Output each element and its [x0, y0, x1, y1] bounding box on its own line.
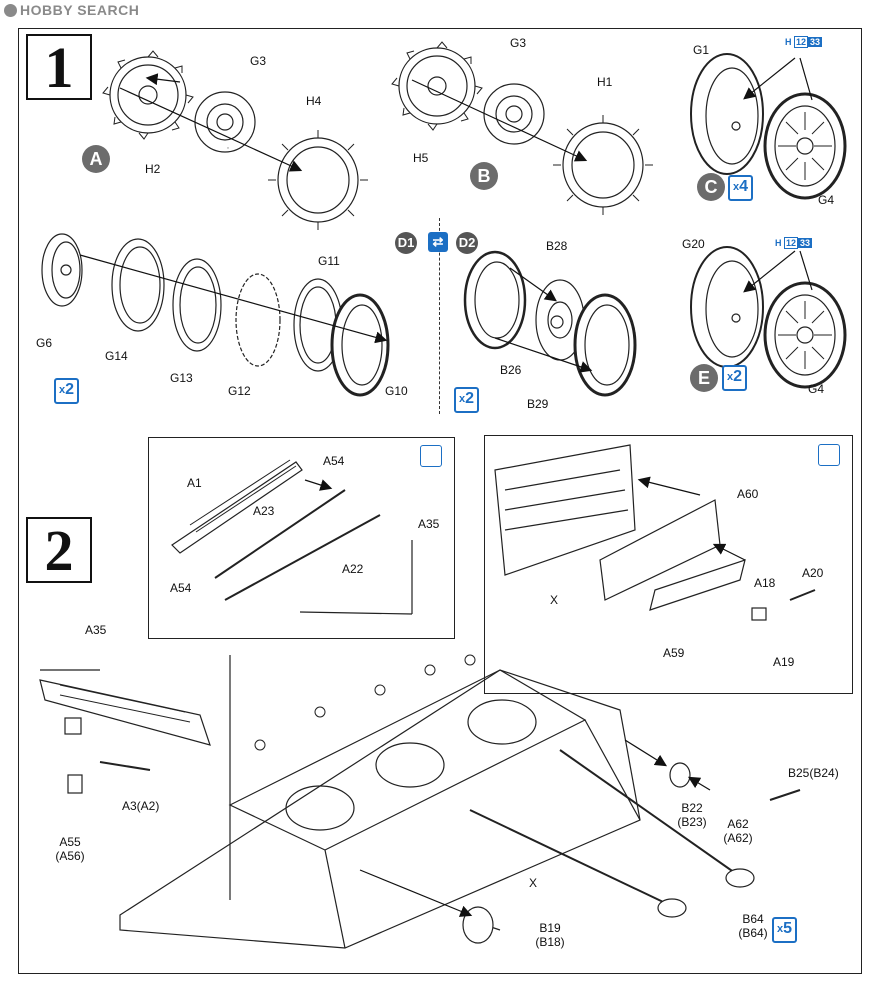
part-label: H5: [413, 151, 429, 165]
part-label: G20: [682, 237, 705, 251]
roadwheel-e-drawing: [690, 246, 847, 389]
part-label: G13: [170, 371, 193, 385]
watermark-text: HOBBY SEARCH: [20, 2, 140, 18]
assembly-c-badge: C: [697, 173, 725, 201]
part-label: G6: [36, 336, 53, 350]
part-label: A23: [253, 504, 275, 518]
d1-d2-divider: [439, 218, 440, 414]
sprocket-b-drawing: [391, 41, 653, 215]
glue-icon: [420, 445, 442, 467]
tow-bracket-inset-drawing: [494, 444, 816, 621]
part-label: (A62): [723, 831, 753, 845]
part-label: A55: [59, 835, 81, 849]
part-label: A35: [418, 517, 440, 531]
part-label: A22: [342, 562, 364, 576]
part-label: X: [529, 876, 538, 890]
part-label: B22: [681, 801, 703, 815]
assembly-e-badge: E: [690, 364, 718, 392]
part-label: B28: [546, 239, 568, 253]
part-label: G3: [510, 36, 527, 50]
part-label: A3(A2): [122, 799, 160, 813]
part-label: H1: [597, 75, 613, 89]
quantity-d2-badge: x2: [454, 387, 480, 413]
part-label: H4: [306, 94, 322, 108]
alternative-option-icon: ⇄: [428, 232, 448, 252]
part-label: G3: [250, 54, 267, 68]
roadwheel-c-drawing: [690, 53, 847, 200]
part-label: A19: [773, 655, 795, 669]
part-label: B64: [742, 912, 764, 926]
part-label: B25(B24): [788, 766, 839, 780]
sprocket-a-drawing: [102, 50, 368, 230]
part-label: A20: [802, 566, 824, 580]
part-label: A59: [663, 646, 685, 660]
leaf-spring-inset-drawing: [171, 459, 413, 615]
quantity-b64-badge: x5: [772, 917, 798, 943]
part-label: B26: [500, 363, 522, 377]
quantity-e-badge: x2: [722, 365, 748, 391]
assembly-d1-badge: D1: [395, 232, 417, 254]
assembly-b-badge: B: [470, 162, 498, 190]
quantity-d1-badge: x2: [54, 378, 80, 404]
watermark: HOBBY SEARCH: [4, 2, 139, 18]
part-label: A60: [737, 487, 759, 501]
spring-detail-inset: [148, 437, 455, 639]
glue-icon: [818, 444, 840, 466]
instruction-frame: [18, 28, 862, 974]
part-label: A54: [170, 581, 192, 595]
part-label: B29: [527, 397, 549, 411]
idler-d1-drawing: [41, 233, 390, 397]
part-label: G1: [693, 43, 710, 57]
part-label: (B18): [535, 935, 565, 949]
part-label: G11: [318, 254, 340, 268]
part-label: A54: [323, 454, 345, 468]
step-2-number: 2: [26, 517, 92, 583]
part-label: (B64): [738, 926, 768, 940]
part-label: (A56): [55, 849, 85, 863]
part-label: A18: [754, 576, 776, 590]
part-label: G12: [228, 384, 251, 398]
idler-d2-drawing: [463, 250, 637, 397]
quantity-c-badge: x4: [728, 175, 754, 201]
part-label: G14: [105, 349, 128, 363]
hull-drawing: [39, 654, 801, 949]
part-label: A62: [727, 817, 749, 831]
hobby-search-logo-icon: [4, 4, 17, 17]
part-label: A35: [85, 623, 107, 637]
assembly-d2-badge: D2: [456, 232, 478, 254]
part-label: A1: [187, 476, 202, 490]
part-label: (B23): [677, 815, 707, 829]
tow-bracket-detail-inset: [484, 435, 853, 694]
part-label: G4: [808, 382, 825, 396]
part-label: H2: [145, 162, 161, 176]
part-label: B19: [539, 921, 561, 935]
part-label: X: [550, 593, 559, 607]
part-label: G10: [385, 384, 408, 398]
part-label: G4: [818, 193, 835, 207]
step-1-number: 1: [26, 34, 92, 100]
assembly-a-badge: A: [82, 145, 110, 173]
